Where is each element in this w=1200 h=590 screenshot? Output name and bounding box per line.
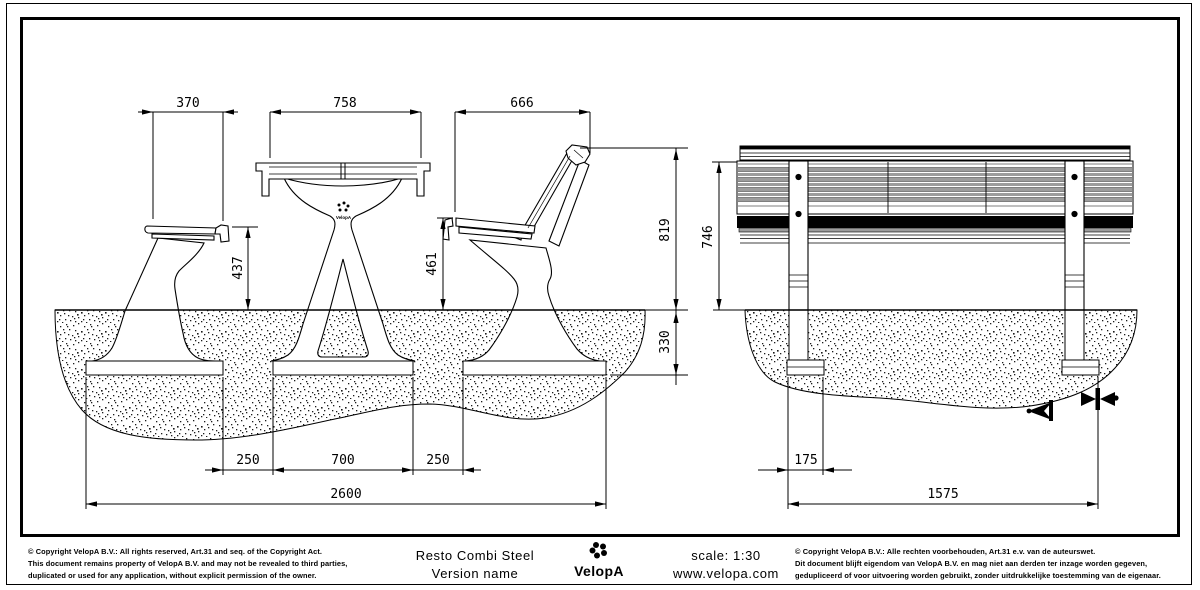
dim-overall-length: 2600 (330, 487, 361, 502)
copyright-nl-line2: Dit document blijft eigendom van VelopA … (795, 559, 1148, 568)
dim-backrest-height: 819 (658, 218, 673, 241)
velopa-flower-icon (589, 542, 607, 559)
dim-bench-width: 370 (176, 96, 199, 111)
copyright-en-line1: © Copyright VelopA B.V.: All rights rese… (28, 547, 323, 556)
end-foundation-right (1061, 359, 1100, 376)
brand-name: VelopA (574, 563, 624, 579)
copyright-nl-line1: © Copyright VelopA B.V.: Alle rechten vo… (795, 547, 1096, 556)
side-elevation-view: VelopA (54, 96, 688, 509)
product-version: Version name (431, 566, 519, 581)
foundation-plate-right (462, 360, 607, 376)
post-underground-left (788, 309, 809, 362)
sheet-outer-border (6, 3, 1192, 585)
copyright-nl-line3: gedupliceerd of voor uitvoering worden g… (795, 571, 1161, 580)
scale-and-website: scale: 1:30 www.velopa.com (648, 547, 804, 583)
product-title: Resto Combi Steel Version name (385, 547, 565, 583)
bench-side-profile (91, 224, 230, 362)
product-name: Resto Combi Steel (415, 548, 535, 563)
scale-label: scale: 1:30 (691, 548, 761, 563)
side-view-arrowheads (86, 109, 679, 507)
pedestal-brand-text: VelopA (336, 215, 352, 220)
dim-table-height: 746 (701, 225, 716, 248)
copyright-en-line2: This document remains property of VelopA… (28, 559, 348, 568)
chair-side-profile (442, 144, 601, 362)
dim-foundation-depth: 330 (658, 330, 673, 353)
title-block: © Copyright VelopA B.V.: All rights rese… (21, 540, 1179, 586)
brand-logo: VelopA (561, 541, 637, 579)
copyright-en-line3: duplicated or used for any application, … (28, 571, 317, 580)
dim-bench-seat-height: 437 (231, 256, 246, 279)
side-view-dimensions (85, 111, 688, 509)
foundation-plate-left (85, 360, 224, 376)
dim-table-foundation-width: 700 (331, 453, 354, 468)
seat-end-band (737, 216, 1133, 228)
dim-chair-seat-height: 461 (425, 252, 440, 275)
drawing-area-border (20, 17, 1180, 537)
pedestal-logo: VelopA (336, 201, 352, 220)
ground-section-right (744, 309, 1138, 409)
backrest-end-band (739, 145, 1131, 161)
copyright-notice-nl: © Copyright VelopA B.V.: Alle rechten vo… (795, 546, 1161, 582)
end-elevation-view: 746 175 1575 (701, 145, 1138, 509)
copyright-notice-en: © Copyright VelopA B.V.: All rights rese… (28, 546, 347, 582)
end-view-dimensions (712, 161, 1099, 509)
end-foundation-left (786, 359, 825, 376)
post-underground-right (1064, 309, 1085, 362)
dim-table-top-width: 758 (333, 96, 356, 111)
end-view-arrowheads (716, 162, 1098, 507)
post-bolts (795, 173, 1078, 218)
foundation-plate-mid (272, 360, 414, 376)
table-side-profile: VelopA (255, 162, 431, 362)
dim-gap-left: 250 (236, 453, 259, 468)
dim-overall-width: 1575 (927, 487, 958, 502)
post-right (1064, 160, 1085, 311)
dim-foundation-plate-width: 175 (794, 453, 817, 468)
post-left (788, 160, 809, 311)
dim-gap-right: 250 (426, 453, 449, 468)
dim-seat-back-width: 666 (510, 96, 533, 111)
website-link[interactable]: www.velopa.com (673, 566, 779, 581)
